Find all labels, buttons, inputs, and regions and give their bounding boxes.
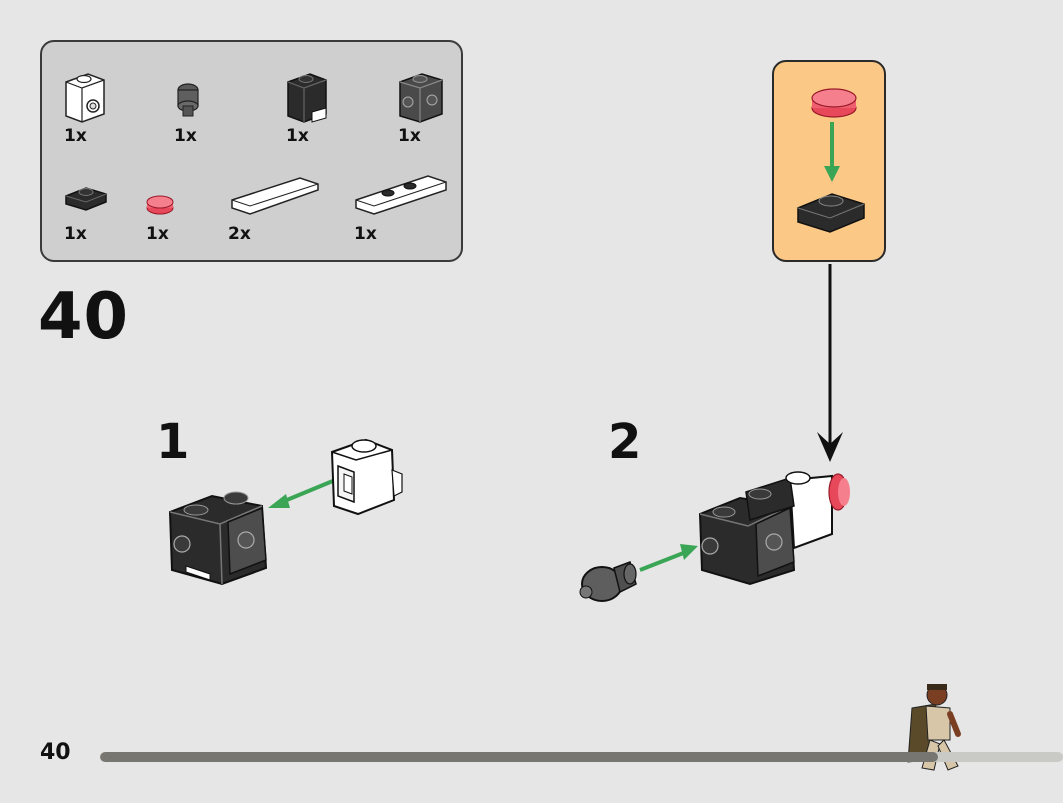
callout-assembly-illustration: [797, 88, 865, 233]
part-white-studded-plate: [352, 166, 452, 246]
part-dark-gray-studded-brick: [394, 68, 494, 148]
part-qty: 2x: [228, 224, 251, 244]
part-black-plate: [62, 182, 162, 262]
part-qty: 1x: [64, 126, 87, 146]
substep-label-2: 2: [608, 414, 642, 470]
part-qty: 1x: [286, 126, 309, 146]
green-arrow-icon: [268, 476, 341, 508]
white-studded-plate-icon: [355, 175, 447, 215]
white-tile-icon: [231, 177, 319, 215]
red-round-tile-icon: [811, 88, 857, 118]
white-bracket-icon: [330, 438, 403, 516]
black-arrow-icon: [817, 264, 843, 462]
part-qty: 1x: [354, 224, 377, 244]
part-qty: 1x: [64, 224, 87, 244]
dark-gray-cone-icon: [579, 561, 637, 602]
substep-label-1: 1: [156, 414, 190, 470]
part-dark-gray-cone: [170, 78, 270, 158]
green-arrow-icon: [639, 544, 698, 572]
black-plate-icon: [797, 193, 865, 233]
black-plate-icon: [65, 187, 107, 211]
step-number: 40: [38, 280, 130, 354]
dark-gray-brick-icon: [399, 73, 443, 123]
part-qty: 1x: [174, 126, 197, 146]
part-black-bracket: [282, 68, 382, 148]
dark-gray-cone-icon: [177, 83, 199, 117]
progress-bar: [100, 752, 1063, 762]
part-white-long-tile: [228, 172, 328, 252]
part-qty: 1x: [146, 224, 169, 244]
page-number: 40: [40, 740, 71, 765]
red-round-tile-icon: [146, 195, 174, 215]
part-white-bracket: [60, 68, 160, 148]
white-bracket-icon: [65, 73, 105, 123]
part-qty: 1x: [398, 126, 421, 146]
black-bracket-icon: [287, 73, 327, 123]
substep2-assembly: [698, 471, 850, 586]
parts-list-box: 1x 1x 1x 1x: [40, 40, 463, 262]
green-arrow-icon: [824, 122, 840, 182]
substep1-assembly: [168, 491, 268, 586]
callout-box: [772, 60, 886, 262]
part-red-round-tile: [142, 192, 242, 272]
progress-bar-fill: [100, 752, 938, 762]
